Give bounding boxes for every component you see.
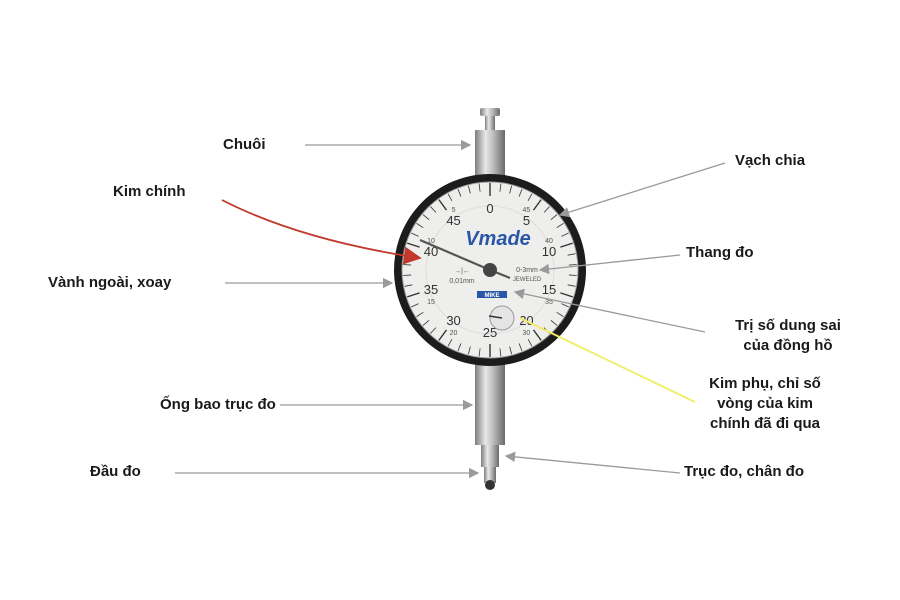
dial-tick	[499, 348, 502, 357]
dial-number: 40	[424, 244, 438, 259]
kim-chinh-arrow	[221, 199, 422, 265]
dial-tick	[567, 253, 576, 256]
dial-tick	[411, 232, 419, 237]
dial-number: 25	[483, 325, 497, 340]
dial-inner-number: 10	[427, 238, 435, 245]
dial-tick	[403, 264, 412, 266]
dial-tick	[447, 339, 453, 347]
dial-tick	[561, 232, 569, 237]
label-thang-do: Thang đo	[686, 244, 754, 261]
label-line: của đồng hồ	[743, 337, 833, 354]
label-line: Kim phụ, chỉ số	[709, 375, 821, 392]
dial-number: 5	[523, 213, 530, 228]
main-needle	[419, 238, 491, 272]
label-line: vòng của kim	[717, 395, 813, 412]
dial-tick	[478, 183, 481, 192]
dial-tick	[438, 199, 448, 211]
sub-needle	[488, 315, 503, 319]
dial-tick	[556, 311, 564, 317]
dial-tick	[467, 185, 471, 194]
dial-inner-number: 15	[427, 299, 435, 306]
dial-tick	[509, 346, 513, 355]
label-line: Trị số dung sai	[735, 317, 841, 334]
dial-tick	[416, 311, 424, 317]
dial-tick	[518, 188, 523, 197]
dial-inner-number: 35	[545, 299, 553, 306]
dial-tick	[550, 320, 558, 326]
sub-brand: MIKE	[485, 293, 500, 299]
dial-number: 35	[424, 282, 438, 297]
label-line: chính đã đi qua	[709, 415, 820, 432]
jeweled-text: JEWELED	[513, 277, 542, 283]
dial-tick	[407, 242, 420, 248]
dial-tick	[550, 214, 558, 220]
dial-inner-number: 30	[523, 330, 531, 337]
dial-number: 15	[542, 282, 556, 297]
dial-tick	[509, 185, 513, 194]
dial-tick	[556, 223, 564, 229]
dial-tick	[532, 199, 542, 211]
dial-tick	[422, 320, 430, 326]
dial-numbers: 054510401535203025302035154010455	[424, 201, 556, 340]
dial-tick	[478, 348, 481, 357]
label-dau-do: Đầu đo	[90, 463, 141, 480]
dial-number: 45	[446, 213, 460, 228]
dial-tick	[527, 193, 533, 201]
stem-sleeve	[475, 360, 505, 490]
dial-tick	[543, 206, 550, 213]
dial-tick	[416, 223, 424, 229]
dial-tick	[422, 214, 430, 220]
dial-tick	[438, 329, 448, 341]
dial-tick	[568, 274, 577, 276]
dial-tick	[403, 274, 412, 276]
label-vanh-ngoai: Vành ngoài, xoay	[48, 274, 172, 291]
dial-tick	[518, 343, 523, 352]
resolution-text: 0,01mm	[449, 278, 474, 285]
dial-number: 30	[446, 313, 460, 328]
dial-tick	[560, 242, 573, 248]
label-truc-do: Trục đo, chân đo	[684, 463, 805, 480]
label-vach-chia: Vạch chia	[735, 152, 806, 169]
brand-logo: Vmade	[465, 228, 531, 250]
dial-inner-number: 20	[450, 330, 458, 337]
dial-tick	[560, 292, 573, 298]
dial-tick	[457, 343, 462, 352]
dial-tick	[532, 329, 542, 341]
label-kim-chinh: Kim chính	[113, 183, 186, 200]
dial-tick	[411, 303, 419, 308]
dial-tick	[467, 346, 471, 355]
dial-inner-number: 45	[523, 207, 531, 214]
label-chuoi: Chuôi	[223, 136, 266, 153]
dial-tick	[430, 327, 437, 334]
label-ong-bao: Ống bao trục đo	[160, 396, 276, 413]
dial-number: 10	[542, 244, 556, 259]
label-tri-so-dung-sai: Trị số dung sai của đồng hồ	[718, 316, 858, 356]
dial-tick	[568, 264, 577, 266]
handle-chuoi	[475, 108, 505, 180]
label-kim-phu: Kim phụ, chỉ số vòng của kim chính đã đi…	[690, 374, 840, 434]
dial-inner-number: 5	[452, 207, 456, 214]
kim-phu-arrow	[519, 317, 696, 403]
range-text: 0-3mm	[516, 267, 538, 274]
dial-tick	[527, 339, 533, 347]
dial-number: 0	[486, 201, 493, 216]
dial-tick	[447, 193, 453, 201]
dial-tick	[567, 284, 576, 287]
svg-text:→|←: →|←	[454, 268, 470, 275]
dial-inner-number: 40	[545, 238, 553, 245]
dial-tick	[430, 206, 437, 213]
dial-tick	[457, 188, 462, 197]
dial-tick	[407, 292, 420, 298]
dial-tick	[561, 303, 569, 308]
dial-tick	[499, 183, 502, 192]
dial-tick	[404, 284, 413, 287]
